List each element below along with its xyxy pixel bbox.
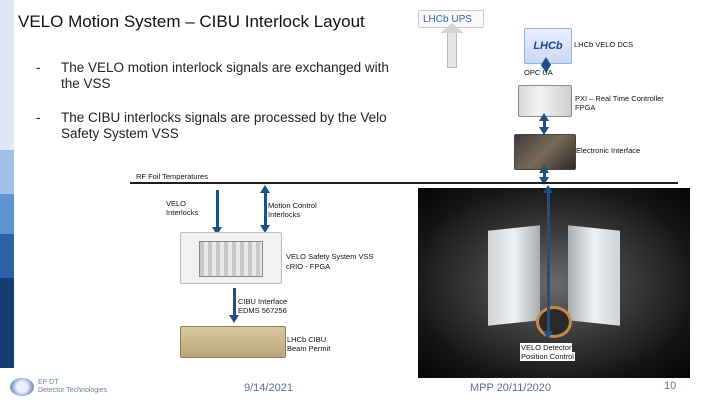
vss-label-1: VELO Safety System VSS (286, 252, 374, 261)
footer-org-line-2: Detector Technologies (38, 387, 108, 394)
side-band-segment (0, 0, 14, 150)
detector-link-arrow-icon (543, 185, 553, 339)
page-number: 10 (664, 380, 677, 392)
side-band-segment (0, 234, 14, 278)
pxi-label-2: FPGA (575, 103, 596, 112)
vss-label-2: cRIO - FPGA (286, 262, 331, 271)
cern-logo (10, 378, 34, 396)
bullet-text: The CIBU interlocks signals are processe… (61, 110, 387, 141)
motion-control-label-2: Interlocks (268, 210, 301, 219)
opc-label: OPC UA (524, 68, 553, 77)
bullet-text: The VELO motion interlock signals are ex… (61, 60, 389, 91)
pxi-link-arrow-icon (539, 113, 549, 135)
motion-control-label-1: Motion Control (268, 201, 317, 210)
side-band-segment (0, 194, 14, 234)
side-band-segment (0, 150, 14, 194)
detector-plate-right (568, 225, 620, 326)
footer-date: 9/14/2021 (244, 382, 293, 394)
motion-control-arrow-icon (260, 185, 270, 233)
cibu-interface-arrow-icon (229, 288, 239, 323)
velo-interlock-arrow-icon (212, 190, 222, 235)
footer-org-line-1: EP DT (38, 379, 59, 386)
detector-label-2: Position Control (520, 352, 575, 361)
footer-org: EP DT Detector Technologies (38, 379, 107, 395)
velo-interlocks-label-1: VELO (166, 199, 187, 208)
cibu-interface-label-2: EDMS 567256 (238, 306, 287, 315)
beam-permit-label-1: LHCb CIBU (287, 335, 327, 344)
beam-aperture-icon (536, 306, 572, 338)
vss-crate-modules (199, 241, 263, 277)
beam-permit-label-2: Beam Permit (287, 344, 331, 353)
dcs-link-arrow-icon (541, 57, 551, 73)
slide-title: VELO Motion System – CIBU Interlock Layo… (18, 12, 365, 31)
cibu-interface-label-1: CIBU Interface (238, 297, 288, 306)
electronic-label: Electronic Interface (576, 146, 641, 155)
up-arrow-icon (440, 23, 464, 68)
bullet-marker: - (36, 60, 41, 75)
electronic-link-arrow-icon (539, 165, 549, 185)
detector-plate-left (488, 225, 540, 326)
rf-foil-label: RF Foil Temperatures (136, 172, 208, 181)
pxi-label-1: PXI – Real Time Controller (575, 94, 664, 103)
detector-label-1: VELO Detector (520, 343, 573, 352)
signal-bus-line (130, 182, 678, 184)
cibu-box-photo (180, 326, 286, 358)
bullet-marker: - (36, 110, 41, 125)
footer-meeting: MPP 20/11/2020 (470, 382, 551, 394)
dcs-label: LHCb VELO DCS (574, 40, 634, 49)
side-band-segment (0, 278, 14, 368)
velo-interlocks-label-2: Interlocks (166, 208, 199, 217)
vss-crate-photo (180, 232, 282, 284)
